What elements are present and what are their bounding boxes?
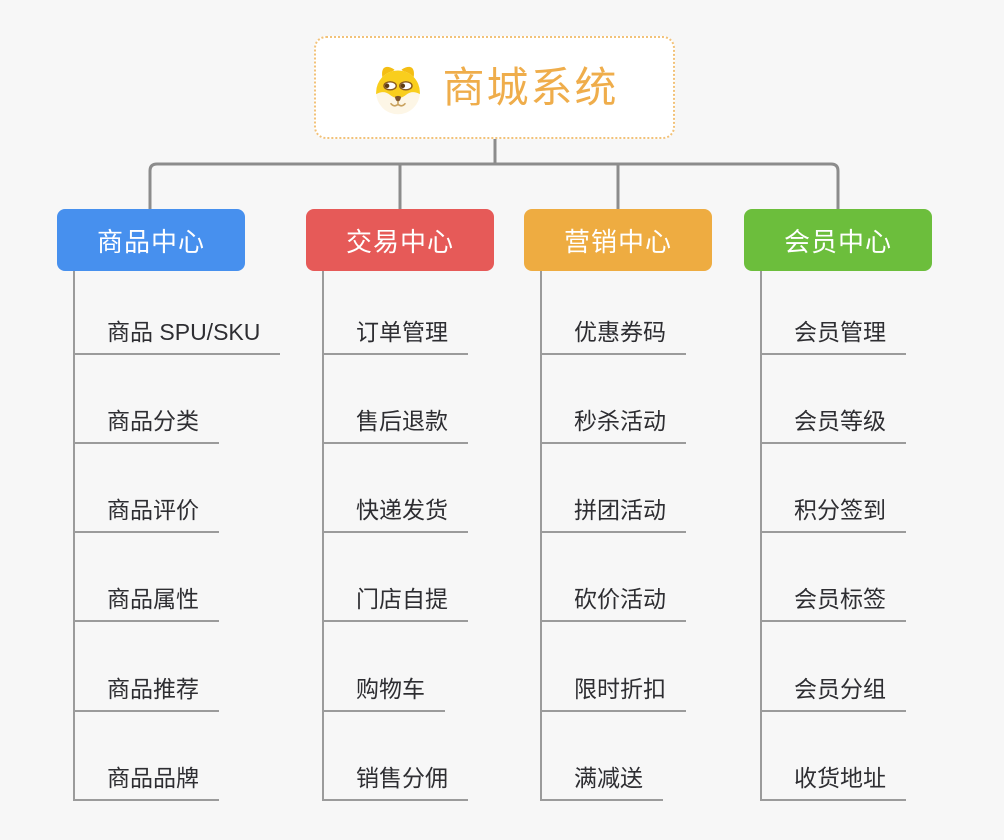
dog-face-icon <box>376 66 421 114</box>
leaf-node[interactable]: 秒杀活动 <box>540 355 686 444</box>
leaf-node[interactable]: 订单管理 <box>322 271 468 355</box>
leaf-node[interactable]: 会员等级 <box>760 355 906 444</box>
leaf-node[interactable]: 砍价活动 <box>540 533 686 623</box>
leaf-label: 商品推荐 <box>73 677 219 712</box>
leaf-label: 售后退款 <box>322 409 468 444</box>
leaf-node[interactable]: 优惠券码 <box>540 271 686 355</box>
leaf-label: 商品分类 <box>73 409 219 444</box>
leaf-node[interactable]: 售后退款 <box>322 355 468 444</box>
root-title: 商城系统 <box>442 63 619 111</box>
branch-items: 优惠券码 秒杀活动 拼团活动 砍价活动 限时折扣 满减送 <box>540 271 686 801</box>
leaf-node[interactable]: 商品 SPU/SKU <box>73 271 281 355</box>
leaf-node[interactable]: 商品评价 <box>73 444 280 534</box>
leaf-node[interactable]: 销售分佣 <box>322 712 468 801</box>
leaf-node[interactable]: 会员标签 <box>760 533 906 623</box>
leaf-label: 限时折扣 <box>540 677 686 712</box>
leaf-node[interactable]: 收货地址 <box>760 712 906 801</box>
leaf-node[interactable]: 积分签到 <box>760 444 906 534</box>
leaf-label: 快递发货 <box>322 499 468 534</box>
leaf-label: 商品 SPU/SKU <box>73 320 281 355</box>
leaf-label: 购物车 <box>322 677 445 712</box>
leaf-label: 会员管理 <box>760 320 906 355</box>
branch-header-trade-center[interactable]: 交易中心 <box>306 209 494 271</box>
leaf-label: 收货地址 <box>760 766 906 801</box>
leaf-node[interactable]: 会员管理 <box>760 271 906 355</box>
branch-header-marketing-center[interactable]: 营销中心 <box>524 209 712 271</box>
leaf-node[interactable]: 会员分组 <box>760 622 906 712</box>
branch-marketing-center: 营销中心 优惠券码 秒杀活动 拼团活动 砍价活动 限时折扣 满减送 <box>524 209 712 801</box>
leaf-node[interactable]: 商品推荐 <box>73 622 280 712</box>
leaf-label: 商品属性 <box>73 588 219 623</box>
leaf-label: 积分签到 <box>760 499 906 534</box>
leaf-label: 砍价活动 <box>540 588 686 623</box>
leaf-label: 会员等级 <box>760 409 906 444</box>
leaf-node[interactable]: 快递发货 <box>322 444 468 534</box>
leaf-label: 订单管理 <box>322 320 468 355</box>
branch-header-member-center[interactable]: 会员中心 <box>744 209 932 271</box>
leaf-node[interactable]: 购物车 <box>322 622 468 712</box>
leaf-label: 商品评价 <box>73 499 219 534</box>
branch-product-center: 商品中心 商品 SPU/SKU 商品分类 商品评价 商品属性 商品推荐 商品品牌 <box>57 209 281 801</box>
leaf-label: 会员标签 <box>760 588 906 623</box>
leaf-node[interactable]: 商品分类 <box>73 355 280 444</box>
leaf-node[interactable]: 门店自提 <box>322 533 468 623</box>
leaf-node[interactable]: 商品品牌 <box>73 712 280 801</box>
leaf-label: 优惠券码 <box>540 320 686 355</box>
leaf-label: 秒杀活动 <box>540 409 686 444</box>
root-node[interactable]: 商城系统 <box>314 36 675 139</box>
leaf-node[interactable]: 商品属性 <box>73 533 280 623</box>
leaf-label: 门店自提 <box>322 588 468 623</box>
leaf-label: 商品品牌 <box>73 766 219 801</box>
leaf-node[interactable]: 拼团活动 <box>540 444 686 534</box>
branch-rail-line <box>148 162 840 209</box>
branch-items: 商品 SPU/SKU 商品分类 商品评价 商品属性 商品推荐 商品品牌 <box>73 271 281 801</box>
leaf-label: 满减送 <box>540 766 663 801</box>
branch-trade-center: 交易中心 订单管理 售后退款 快递发货 门店自提 购物车 销售分佣 <box>306 209 494 801</box>
branch-items: 订单管理 售后退款 快递发货 门店自提 购物车 销售分佣 <box>322 271 468 801</box>
branch-items: 会员管理 会员等级 积分签到 会员标签 会员分组 收货地址 <box>760 271 906 801</box>
branch-header-product-center[interactable]: 商品中心 <box>57 209 245 271</box>
leaf-label: 拼团活动 <box>540 499 686 534</box>
leaf-label: 会员分组 <box>760 677 906 712</box>
leaf-label: 销售分佣 <box>322 766 468 801</box>
leaf-node[interactable]: 满减送 <box>540 712 686 801</box>
branch-member-center: 会员中心 会员管理 会员等级 积分签到 会员标签 会员分组 收货地址 <box>744 209 932 801</box>
leaf-node[interactable]: 限时折扣 <box>540 622 686 712</box>
